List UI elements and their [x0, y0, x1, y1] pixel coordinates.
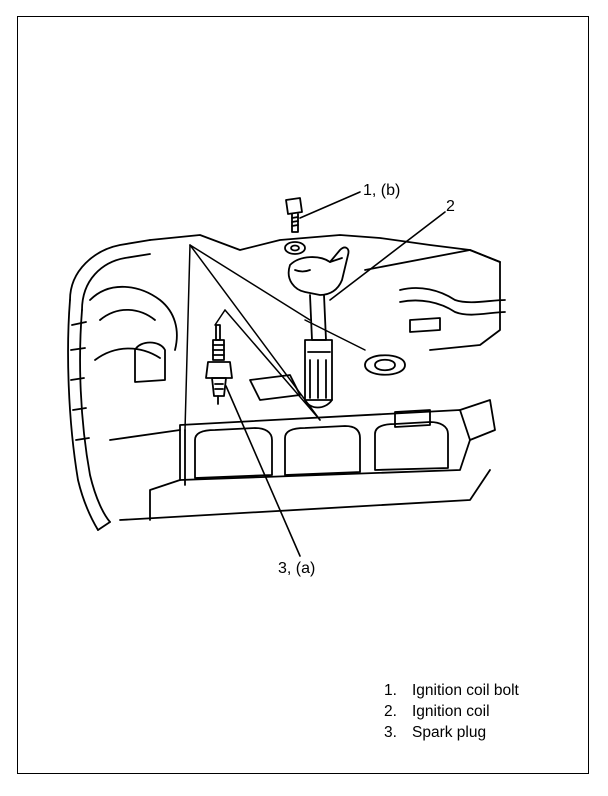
legend-number: 2. — [384, 703, 397, 720]
hose-illustration — [67, 239, 178, 531]
legend-label: Ignition coil bolt — [412, 682, 519, 699]
figure-frame — [17, 16, 589, 774]
leader-coil — [329, 211, 446, 301]
leader-plug — [225, 385, 301, 557]
exploded-view-lines — [184, 244, 366, 431]
leader-lines — [225, 191, 446, 557]
callout-coil: 2 — [446, 198, 455, 215]
ignition-coil-bolt — [284, 197, 306, 255]
legend-number: 3. — [384, 724, 397, 741]
legend-item: 2. Ignition coil — [384, 701, 519, 722]
spark-plug — [205, 324, 233, 405]
leader-bolt — [299, 191, 361, 219]
legend-item: 1. Ignition coil bolt — [384, 680, 519, 701]
legend-label: Spark plug — [412, 724, 487, 741]
parts-legend: 1. Ignition coil bolt 2. Ignition coil 3… — [384, 680, 519, 743]
legend-item: 3. Spark plug — [384, 722, 519, 743]
legend-label: Ignition coil — [412, 703, 490, 720]
engine-block — [109, 234, 506, 521]
callout-plug: 3, (a) — [278, 560, 316, 577]
cylinder-head-cover — [194, 409, 449, 479]
legend-number: 1. — [384, 682, 397, 699]
callout-bolt: 1, (b) — [363, 182, 401, 199]
